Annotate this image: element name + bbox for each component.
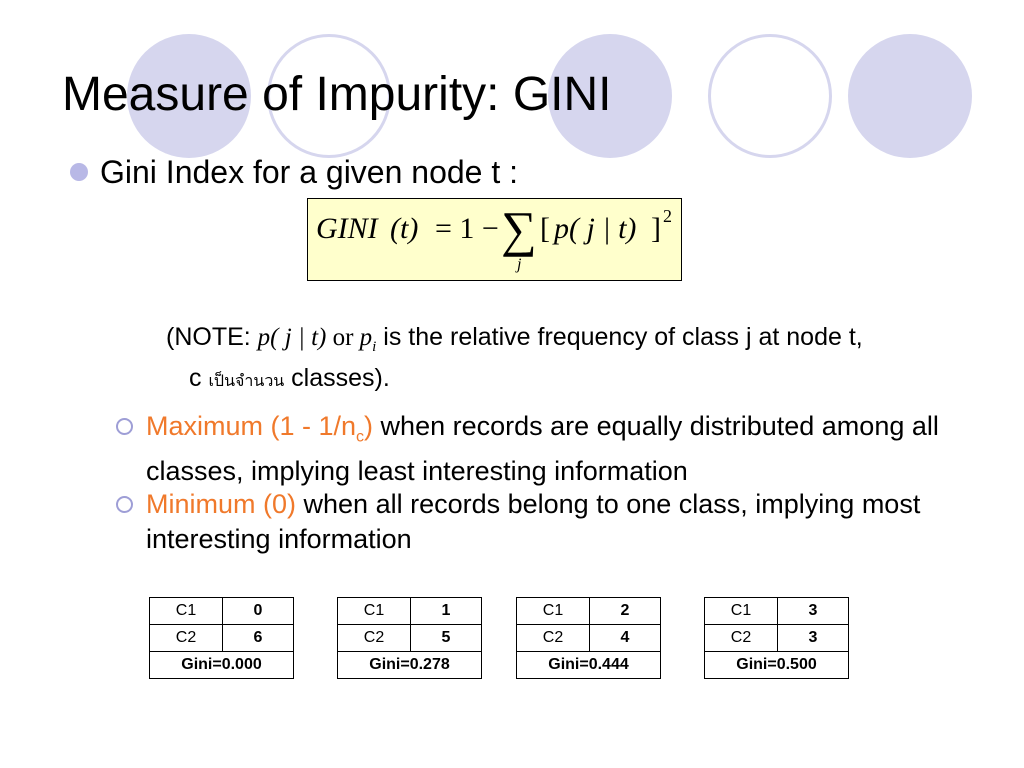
minimum-rest: when all records belong to one class, im… (146, 489, 921, 554)
decor-circle-3 (548, 34, 672, 158)
slide-title: Measure of Impurity: GINI (62, 68, 612, 121)
table-row: Gini=0.000 (149, 651, 294, 679)
maximum-highlight: Maximum (1 - 1/n (146, 411, 357, 441)
note-math-pi: p (359, 324, 373, 351)
class-label: C1 (704, 597, 778, 625)
table-row: Gini=0.500 (704, 651, 849, 679)
decor-circle-4 (708, 34, 832, 158)
note-open: (NOTE: (166, 323, 258, 351)
class-label: C1 (337, 597, 411, 625)
maximum-rest: when records are equally distributed amo… (146, 411, 939, 487)
gini-value: Gini=0.000 (149, 651, 294, 679)
gini-value: Gini=0.500 (704, 651, 849, 679)
table-row: Gini=0.444 (516, 651, 661, 679)
table-row: Gini=0.278 (337, 651, 482, 679)
formula-exponent: 2 (663, 206, 672, 226)
note-math-pi-sub: i (372, 339, 377, 355)
formula-term: p( j | t) (552, 212, 636, 245)
class-count: 1 (410, 597, 482, 625)
main-bullet: Gini Index for a given node t : (70, 153, 518, 191)
class-count: 4 (589, 624, 661, 652)
note-thai: เป็นจำนวน (208, 371, 285, 390)
ring-bullet-icon (116, 418, 133, 435)
maximum-highlight-sub: c (356, 428, 365, 446)
main-bullet-text: Gini Index for a given node t : (100, 154, 519, 190)
class-count: 3 (777, 624, 849, 652)
formula-lhs: GINI (316, 212, 380, 245)
point-minimum-text: Minimum (0) when all records belong to o… (116, 487, 1016, 557)
note-rest: is the relative frequency of class j at … (376, 323, 863, 351)
class-label: C1 (516, 597, 590, 625)
formula-sum-index: j (515, 256, 522, 273)
formula-bracket-open: [ (540, 212, 550, 245)
formula-equals: = 1 − (435, 212, 499, 245)
gini-value: Gini=0.278 (337, 651, 482, 679)
class-count: 3 (777, 597, 849, 625)
class-label: C2 (516, 624, 590, 652)
note-text: (NOTE: p( j | t) or pi is the relative f… (166, 322, 1016, 396)
class-count: 6 (222, 624, 294, 652)
class-count: 2 (589, 597, 661, 625)
note-classes: classes). (284, 364, 390, 392)
note-math-pjt: p( j | t) (257, 324, 327, 351)
decor-circle-5 (848, 34, 972, 158)
point-maximum: Maximum (1 - 1/nc) when records are equa… (116, 409, 1016, 489)
class-count: 5 (410, 624, 482, 652)
class-label: C2 (149, 624, 223, 652)
gini-value: Gini=0.444 (516, 651, 661, 679)
bullet-dot-icon (70, 163, 88, 181)
point-minimum: Minimum (0) when all records belong to o… (116, 487, 1016, 557)
formula-arg: (t) (390, 212, 418, 245)
class-label: C2 (704, 624, 778, 652)
decor-circle-1 (127, 34, 251, 158)
decor-circle-2 (267, 34, 391, 158)
minimum-highlight: Minimum (0) (146, 489, 297, 519)
gini-formula-box: GINI (t) = 1 − ∑ j [ p( j | t) ] 2 (307, 198, 682, 281)
gini-formula: GINI (t) = 1 − ∑ j [ p( j | t) ] 2 (316, 201, 672, 273)
note-c: c (189, 364, 209, 392)
point-maximum-text: Maximum (1 - 1/nc) when records are equa… (116, 409, 1016, 489)
class-count: 0 (222, 597, 294, 625)
note-line2: c เป็นจำนวน classes). (166, 363, 1016, 396)
class-label: C2 (337, 624, 411, 652)
class-label: C1 (149, 597, 223, 625)
maximum-highlight-end: ) (364, 411, 374, 441)
formula-bracket-close: ] (651, 212, 661, 245)
formula-sum-icon: ∑ (501, 201, 537, 257)
ring-bullet-icon (116, 496, 133, 513)
note-or: or (326, 324, 360, 351)
